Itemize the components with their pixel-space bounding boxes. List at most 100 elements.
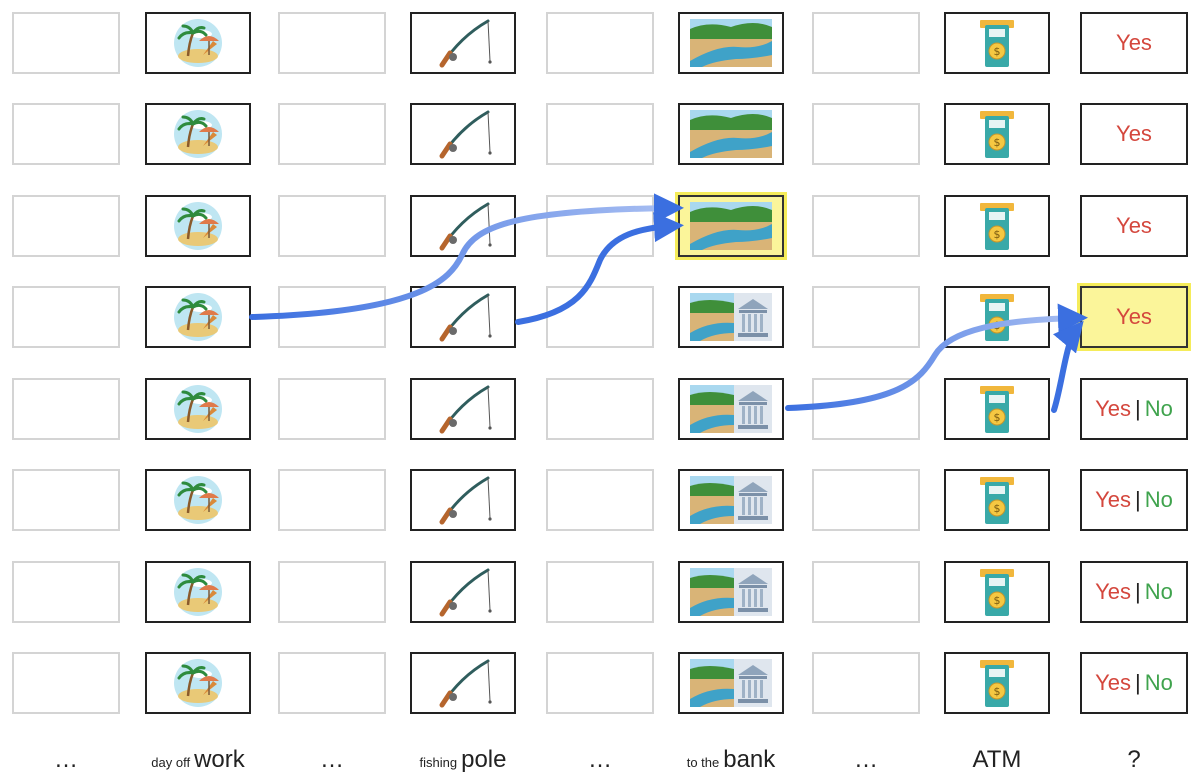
- atm-icon: $: [980, 569, 1014, 616]
- token-word: pole: [461, 746, 507, 773]
- empty-cell: [278, 103, 386, 165]
- atm-cell: $: [944, 286, 1050, 348]
- beach-island-cell: [145, 652, 251, 714]
- river-and-bank-building-cell: [678, 378, 784, 440]
- answer-separator: |: [1135, 670, 1141, 695]
- answer-separator: |: [1135, 487, 1141, 512]
- atm-cell: $: [944, 12, 1050, 74]
- river-and-bank-building-icon: [690, 476, 772, 524]
- river-bank-icon: [690, 19, 772, 67]
- fishing-rod-icon: [439, 19, 492, 68]
- beach-island-icon: [174, 568, 222, 616]
- river-bank-cell: [678, 195, 784, 257]
- beach-island-icon: [174, 293, 222, 341]
- river-and-bank-building-icon: [690, 293, 772, 341]
- fishing-rod-cell: [410, 469, 516, 531]
- token-label: ATM: [944, 738, 1050, 774]
- fishing-rod-icon: [439, 293, 492, 342]
- atm-icon: $: [980, 386, 1014, 433]
- fishing-rod-icon: [439, 568, 492, 617]
- atm-cell: $: [944, 652, 1050, 714]
- yes-label: Yes: [1095, 579, 1132, 604]
- svg-text:$: $: [994, 45, 1001, 58]
- empty-cell: [278, 195, 386, 257]
- svg-text:$: $: [994, 685, 1001, 698]
- empty-cell: [12, 286, 120, 348]
- river-and-bank-building-icon: [690, 568, 772, 616]
- empty-cell: [278, 286, 386, 348]
- river-and-bank-building-cell: [678, 286, 784, 348]
- atm-cell: $: [944, 561, 1050, 623]
- arrow-atm-to-answer: [1051, 320, 1084, 413]
- atm-cell: $: [944, 378, 1050, 440]
- yes-label: Yes: [1116, 30, 1152, 55]
- answer-separator: |: [1135, 579, 1141, 604]
- beach-island-icon: [174, 202, 222, 250]
- token-word: …: [320, 746, 344, 773]
- answer-cell: Yes: [1080, 12, 1188, 74]
- token-word: ?: [1127, 746, 1141, 773]
- beach-island-cell: [145, 378, 251, 440]
- beach-island-icon: [174, 19, 222, 67]
- empty-cell: [812, 12, 920, 74]
- empty-cell: [278, 561, 386, 623]
- token-word: bank: [723, 746, 776, 773]
- svg-text:$: $: [994, 594, 1001, 607]
- yes-label: Yes: [1095, 670, 1132, 695]
- empty-cell: [812, 195, 920, 257]
- fishing-rod-cell: [410, 286, 516, 348]
- answer-cell: Yes: [1080, 195, 1188, 257]
- beach-island-cell: [145, 195, 251, 257]
- token-label: …: [12, 738, 120, 774]
- atm-icon: $: [980, 477, 1014, 524]
- river-and-bank-building-icon: [690, 659, 772, 707]
- token-label: …: [278, 738, 386, 774]
- token-word: work: [194, 746, 245, 773]
- answer-cell: Yes|No: [1080, 469, 1188, 531]
- empty-cell: [12, 652, 120, 714]
- fishing-rod-icon: [439, 476, 492, 525]
- token-context: fishing: [419, 755, 458, 770]
- no-label: No: [1144, 670, 1173, 695]
- empty-cell: [278, 469, 386, 531]
- empty-cell: [812, 469, 920, 531]
- svg-text:$: $: [994, 502, 1001, 515]
- empty-cell: [546, 378, 654, 440]
- atm-icon: $: [980, 20, 1014, 67]
- yes-label: Yes: [1095, 487, 1132, 512]
- empty-cell: [546, 195, 654, 257]
- empty-cell: [546, 12, 654, 74]
- fishing-rod-cell: [410, 12, 516, 74]
- empty-cell: [546, 103, 654, 165]
- yes-label: Yes: [1095, 396, 1132, 421]
- token-word: …: [588, 746, 612, 773]
- beach-island-icon: [174, 385, 222, 433]
- river-and-bank-building-cell: [678, 652, 784, 714]
- empty-cell: [546, 469, 654, 531]
- fishing-rod-cell: [410, 103, 516, 165]
- atm-cell: $: [944, 469, 1050, 531]
- svg-text:$: $: [994, 228, 1001, 241]
- svg-text:$: $: [994, 411, 1001, 424]
- empty-cell: [812, 378, 920, 440]
- atm-cell: $: [944, 103, 1050, 165]
- empty-cell: [546, 286, 654, 348]
- river-bank-icon: [690, 202, 772, 250]
- beach-island-cell: [145, 103, 251, 165]
- no-label: No: [1144, 487, 1173, 512]
- answer-cell: Yes: [1080, 286, 1188, 348]
- river-and-bank-building-cell: [678, 469, 784, 531]
- river-bank-cell: [678, 103, 784, 165]
- beach-island-cell: [145, 12, 251, 74]
- empty-cell: [12, 195, 120, 257]
- answer-cell: Yes|No: [1080, 378, 1188, 440]
- beach-island-icon: [174, 110, 222, 158]
- beach-island-icon: [174, 476, 222, 524]
- empty-cell: [278, 378, 386, 440]
- empty-cell: [278, 12, 386, 74]
- token-word: …: [54, 746, 78, 773]
- atm-icon: $: [980, 203, 1014, 250]
